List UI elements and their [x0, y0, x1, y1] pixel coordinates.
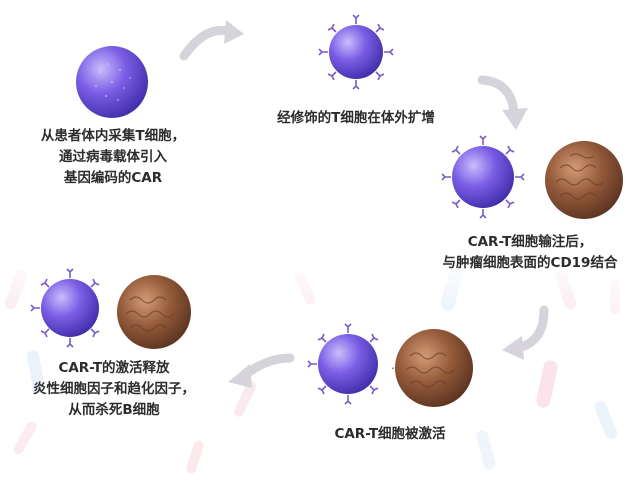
caption-line: 从而杀死B细胞	[68, 402, 160, 418]
tumor-cell-icon	[117, 275, 191, 349]
caption-line: 经修饰的T细胞在体外扩增	[277, 110, 435, 126]
caption-line: 炎性细胞因子和趋化因子，	[33, 381, 195, 397]
car-t-cell-icon	[441, 135, 525, 219]
step-5-caption: CAR-T的激活释放 炎性细胞因子和趋化因子， 从而杀死B细胞	[4, 358, 224, 421]
step-1-caption: 从患者体内采集T细胞， 通过病毒载体引入 基因编码的CAR	[8, 126, 218, 189]
caption-line: CAR-T细胞输注后，	[467, 234, 593, 250]
caption-line: CAR-T细胞被激活	[334, 426, 446, 442]
curved-arrow-icon	[502, 305, 549, 360]
step-2-caption: 经修饰的T细胞在体外扩增	[246, 108, 466, 129]
caption-line: CAR-T的激活释放	[58, 360, 170, 376]
caption-line: 从患者体内采集T细胞，	[40, 128, 186, 144]
curved-arrow-icon	[477, 75, 528, 130]
car-t-cell-icon	[30, 268, 100, 348]
tumor-cell-icon	[392, 329, 473, 407]
caption-line: 与肿瘤细胞表面的CD19结合	[442, 255, 618, 271]
caption-line: 基因编码的CAR	[63, 170, 163, 186]
tumor-cell-icon	[545, 141, 623, 219]
step-3-caption: CAR-T细胞输注后， 与肿瘤细胞表面的CD19结合	[420, 232, 640, 274]
curved-arrow-icon	[228, 353, 295, 388]
car-t-cell-icon	[307, 323, 379, 405]
t-cell-icon	[76, 46, 148, 118]
caption-line: 通过病毒载体引入	[59, 149, 167, 165]
curved-arrow-icon	[179, 20, 244, 61]
step-4-caption: CAR-T细胞被激活	[300, 424, 480, 445]
car-t-cell-icon	[318, 14, 394, 90]
